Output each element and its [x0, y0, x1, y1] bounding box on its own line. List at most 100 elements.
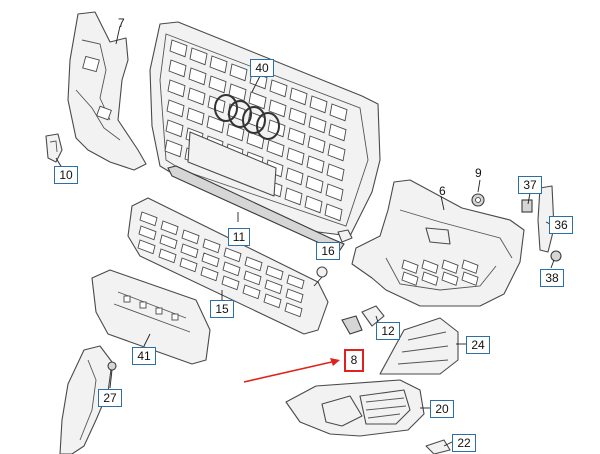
- grille-cell: [179, 257, 198, 273]
- grille-cell: [200, 266, 219, 282]
- grille-cell: [441, 259, 459, 274]
- grille-cell: [287, 127, 306, 146]
- grille-cell: [244, 256, 263, 272]
- grille-cell: [221, 275, 240, 291]
- brand-rings-emblem: [214, 94, 280, 140]
- grille-cell: [188, 67, 207, 86]
- grille-cell: [401, 271, 419, 286]
- grille-cell: [242, 284, 261, 300]
- part-12-clip: [341, 305, 385, 335]
- grille-cell: [288, 107, 307, 126]
- grille-cell: [328, 123, 347, 142]
- grille-cell: [206, 115, 225, 134]
- callout-9: 9: [475, 166, 482, 180]
- grille-cell: [165, 119, 184, 138]
- grille-cell: [202, 238, 221, 254]
- grille-cell: [329, 103, 348, 122]
- grille-cell: [324, 203, 343, 222]
- grille-cell: [289, 87, 308, 106]
- part-7-side-bracket: [67, 11, 147, 171]
- callout-6: 6: [439, 184, 446, 198]
- grille-cell: [228, 83, 247, 102]
- grille-cell: [421, 259, 439, 274]
- highlight-arrow: [243, 358, 340, 383]
- grille-cell: [286, 147, 305, 166]
- grille-cell: [169, 39, 188, 58]
- grille-cell: [268, 99, 287, 118]
- callout-15: 15: [210, 300, 234, 318]
- grille-cell: [187, 87, 206, 106]
- bolt-fastener: [313, 266, 328, 287]
- part-27-lower-trim: [59, 345, 117, 454]
- callout-37: 37: [518, 176, 542, 194]
- part-6-bumper-section: [351, 179, 525, 307]
- grille-cell: [327, 143, 346, 162]
- grille-cell: [285, 167, 304, 186]
- grille-cell: [265, 265, 284, 281]
- grille-cell: [222, 261, 241, 277]
- part-36-bracket: [521, 185, 562, 262]
- grille-cell: [308, 115, 327, 134]
- callout-8-highlighted: 8: [344, 349, 364, 372]
- callout-38: 38: [540, 269, 564, 287]
- grille-cell: [263, 293, 282, 309]
- grille-cell: [243, 270, 262, 286]
- grille-cell: [441, 271, 459, 286]
- grille-cell: [267, 119, 286, 138]
- part-9-clip: [471, 193, 485, 207]
- grille-cell: [181, 229, 200, 245]
- grille-cell: [461, 271, 479, 286]
- callout-40: 40: [250, 59, 274, 77]
- grille-cell: [304, 195, 323, 214]
- grille-cell: [325, 183, 344, 202]
- grille-cell: [269, 79, 288, 98]
- grille-cell: [139, 211, 158, 227]
- grille-cell: [286, 274, 305, 290]
- grille-cell: [138, 225, 157, 241]
- callout-22: 22: [452, 434, 476, 452]
- part-16-fastener: [337, 229, 353, 243]
- callout-20: 20: [430, 400, 454, 418]
- grille-cell: [189, 47, 208, 66]
- grille-cell: [158, 248, 177, 264]
- grille-cell: [307, 135, 326, 154]
- part-10-clip: [45, 133, 63, 163]
- grille-cell: [209, 55, 228, 74]
- grille-cell: [160, 220, 179, 236]
- grille-cell: [248, 91, 267, 110]
- grille-cell: [284, 187, 303, 206]
- grille-cell: [246, 131, 265, 150]
- part-22-clip: [425, 439, 451, 454]
- callout-27: 27: [98, 389, 122, 407]
- grille-cell: [223, 247, 242, 263]
- grille-cell: [201, 252, 220, 268]
- callout-10: 10: [54, 166, 78, 184]
- grille-cell: [264, 279, 283, 295]
- grille-cell: [284, 302, 303, 318]
- grille-cell: [180, 243, 199, 259]
- callout-12: 12: [376, 322, 400, 340]
- grille-cell: [305, 175, 324, 194]
- callout-11: 11: [228, 228, 250, 246]
- grille-cell: [309, 95, 328, 114]
- callout-41: 41: [132, 347, 156, 365]
- grille-cell: [137, 239, 156, 255]
- grille-cell: [159, 234, 178, 250]
- callout-36: 36: [549, 216, 573, 234]
- callout-24: 24: [466, 336, 490, 354]
- part-20-fog-grille: [285, 379, 425, 437]
- grille-cell: [326, 163, 345, 182]
- grille-cell: [306, 155, 325, 174]
- grille-cell: [168, 59, 187, 78]
- grille-cell: [229, 63, 248, 82]
- grille-cell: [421, 271, 439, 286]
- grille-cell: [166, 99, 185, 118]
- grille-cell: [285, 288, 304, 304]
- grille-cell: [266, 139, 285, 158]
- part-15-lower-grille: [127, 197, 329, 335]
- grille-cell: [186, 107, 205, 126]
- grille-cell: [461, 259, 479, 274]
- grille-cell: [207, 95, 226, 114]
